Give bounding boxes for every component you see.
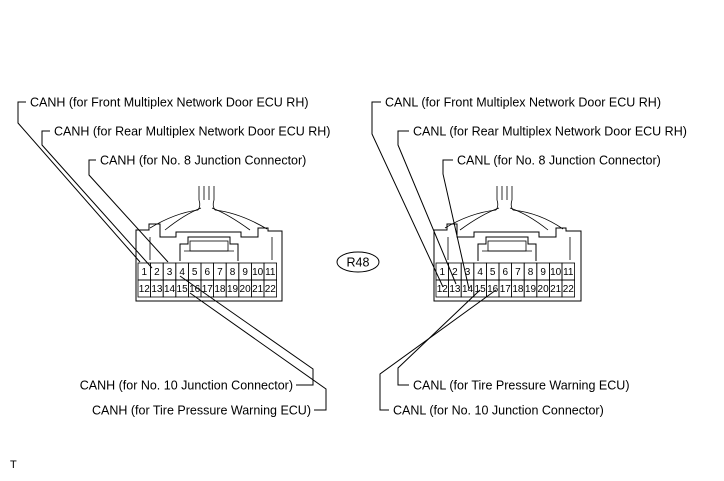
right-pin-label: 8 bbox=[528, 267, 534, 278]
right-pin-label: 9 bbox=[540, 267, 546, 278]
label-canh-front-door: CANH (for Front Multiplex Network Door E… bbox=[30, 96, 309, 110]
right-pin-label: 1 bbox=[440, 267, 446, 278]
left-labels: CANH (for Front Multiplex Network Door E… bbox=[30, 96, 330, 418]
footer-mark: T bbox=[10, 459, 17, 471]
right-labels: CANL (for Front Multiplex Network Door E… bbox=[385, 96, 687, 418]
left-pin-label: 17 bbox=[202, 284, 214, 295]
left-pin-label: 1 bbox=[142, 267, 148, 278]
left-pin-label: 6 bbox=[205, 267, 211, 278]
left-pin-label: 21 bbox=[252, 284, 264, 295]
label-canl-jc10: CANL (for No. 10 Junction Connector) bbox=[393, 404, 604, 418]
right-connector-housing bbox=[433, 223, 582, 302]
right-pin-label: 3 bbox=[465, 267, 471, 278]
left-pin-label: 19 bbox=[227, 284, 239, 295]
label-canh-rear-door: CANH (for Rear Multiplex Network Door EC… bbox=[54, 125, 330, 139]
right-connector-latch bbox=[477, 236, 537, 261]
right-pin-label: 14 bbox=[462, 284, 474, 295]
right-pin-label: 5 bbox=[490, 267, 496, 278]
label-canl-rear-door: CANL (for Rear Multiplex Network Door EC… bbox=[413, 125, 687, 139]
right-pin-label: 4 bbox=[477, 267, 483, 278]
left-pin-label: 20 bbox=[240, 284, 252, 295]
connector-id-label: R48 bbox=[347, 256, 370, 270]
left-pin-label: 4 bbox=[179, 267, 185, 278]
left-connector-housing bbox=[135, 223, 283, 302]
connector-id-badge: R48 bbox=[336, 251, 380, 273]
left-pin-cell bbox=[263, 279, 278, 298]
label-canl-tire-pressure: CANL (for Tire Pressure Warning ECU) bbox=[413, 379, 630, 393]
left-pin-label: 13 bbox=[151, 284, 163, 295]
left-pin-label: 22 bbox=[265, 284, 277, 295]
label-canl-jc8: CANL (for No. 8 Junction Connector) bbox=[457, 154, 661, 168]
right-pin-label: 13 bbox=[449, 284, 461, 295]
right-pin-cell bbox=[561, 279, 576, 298]
right-leader-lines bbox=[371, 101, 497, 411]
left-pin-label: 15 bbox=[177, 284, 189, 295]
left-pin-label: 9 bbox=[242, 267, 248, 278]
right-pin-label: 22 bbox=[563, 284, 575, 295]
left-pin-label: 3 bbox=[167, 267, 173, 278]
right-pin-label: 11 bbox=[563, 267, 574, 278]
left-pin-label: 12 bbox=[139, 284, 151, 295]
right-pin-label: 7 bbox=[515, 267, 521, 278]
label-canh-jc10: CANH (for No. 10 Junction Connector) bbox=[80, 379, 293, 393]
left-pin-label: 10 bbox=[252, 267, 264, 278]
left-connector-latch bbox=[179, 236, 239, 261]
left-pin-label: 5 bbox=[192, 267, 198, 278]
label-canl-front-door: CANL (for Front Multiplex Network Door E… bbox=[385, 96, 661, 110]
right-pin-label: 2 bbox=[452, 267, 458, 278]
left-pin-label: 2 bbox=[154, 267, 160, 278]
right-wire-harness bbox=[444, 186, 564, 231]
right-pin-label: 6 bbox=[503, 267, 509, 278]
left-pin-label: 16 bbox=[189, 284, 201, 295]
left-pin-label: 7 bbox=[217, 267, 223, 278]
label-canh-tire-pressure: CANH (for Tire Pressure Warning ECU) bbox=[92, 404, 311, 418]
right-pin-label: 12 bbox=[437, 284, 449, 295]
right-pin-label: 17 bbox=[500, 284, 512, 295]
left-pin-label: 14 bbox=[164, 284, 176, 295]
left-wire-harness bbox=[149, 186, 268, 231]
right-pin-label: 21 bbox=[550, 284, 562, 295]
left-leader-lines bbox=[17, 101, 327, 411]
right-pin-label: 19 bbox=[525, 284, 537, 295]
right-pin-label: 18 bbox=[512, 284, 524, 295]
right-pin-label: 20 bbox=[538, 284, 550, 295]
left-pin-label: 18 bbox=[214, 284, 226, 295]
left-pin-label: 11 bbox=[265, 267, 276, 278]
right-pin-label: 10 bbox=[550, 267, 562, 278]
label-canh-jc8: CANH (for No. 8 Junction Connector) bbox=[100, 154, 306, 168]
right-pin-label: 15 bbox=[475, 284, 487, 295]
left-pin-label: 8 bbox=[230, 267, 236, 278]
right-pin-label: 16 bbox=[487, 284, 499, 295]
